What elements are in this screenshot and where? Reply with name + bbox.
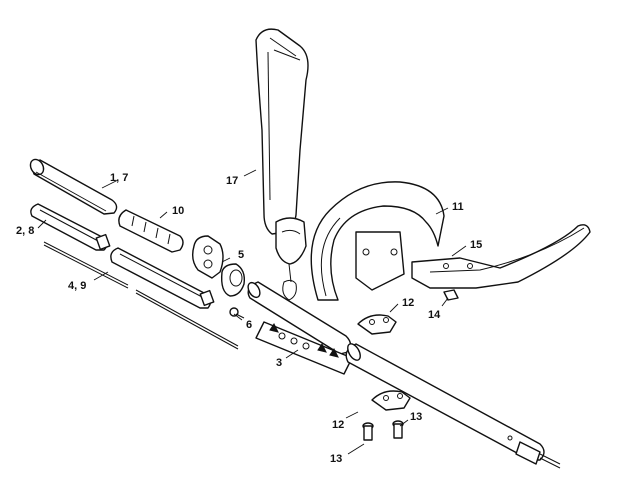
callout-4-9: 4, 9	[68, 280, 86, 292]
nut-14-part	[443, 289, 459, 301]
shoulder-strap-part	[255, 28, 309, 301]
ribbed-tube-10-part	[118, 209, 184, 253]
lower-main-tube	[345, 343, 561, 469]
clamp-12-upper-part	[357, 314, 397, 335]
main-tube-3-part	[247, 281, 352, 355]
callout-15: 15	[470, 239, 482, 251]
screw-13-right-part	[392, 420, 404, 439]
label-plate	[255, 321, 353, 375]
tube-half-2-8-part	[30, 203, 111, 251]
callout-17: 17	[226, 175, 238, 187]
callout-5: 5	[238, 249, 244, 261]
drive-shaft-4-9-part	[43, 241, 239, 350]
callout-10: 10	[172, 205, 184, 217]
callout-6: 6	[246, 319, 252, 331]
callout-12-upper: 12	[402, 297, 414, 309]
callout-1-7: 1, 7	[110, 172, 128, 184]
callout-2-8: 2, 8	[16, 225, 34, 237]
screw-13-left-part	[362, 422, 374, 441]
callout-13-right: 13	[410, 411, 422, 423]
tube-1-7-part	[29, 158, 118, 215]
callout-12-lower: 12	[332, 419, 344, 431]
screw-6-part	[229, 307, 245, 319]
callout-14: 14	[428, 309, 441, 321]
handle-bar-15-part	[411, 224, 591, 289]
loop-handle-11-part	[310, 181, 445, 301]
lower-tube-half-part	[110, 247, 215, 309]
clamp-12-lower-part	[371, 390, 411, 411]
leader-lines	[37, 169, 467, 455]
callout-13-left: 13	[330, 453, 342, 465]
callout-11: 11	[452, 201, 464, 213]
callout-3: 3	[276, 357, 282, 369]
clamp-5-part	[191, 235, 246, 297]
